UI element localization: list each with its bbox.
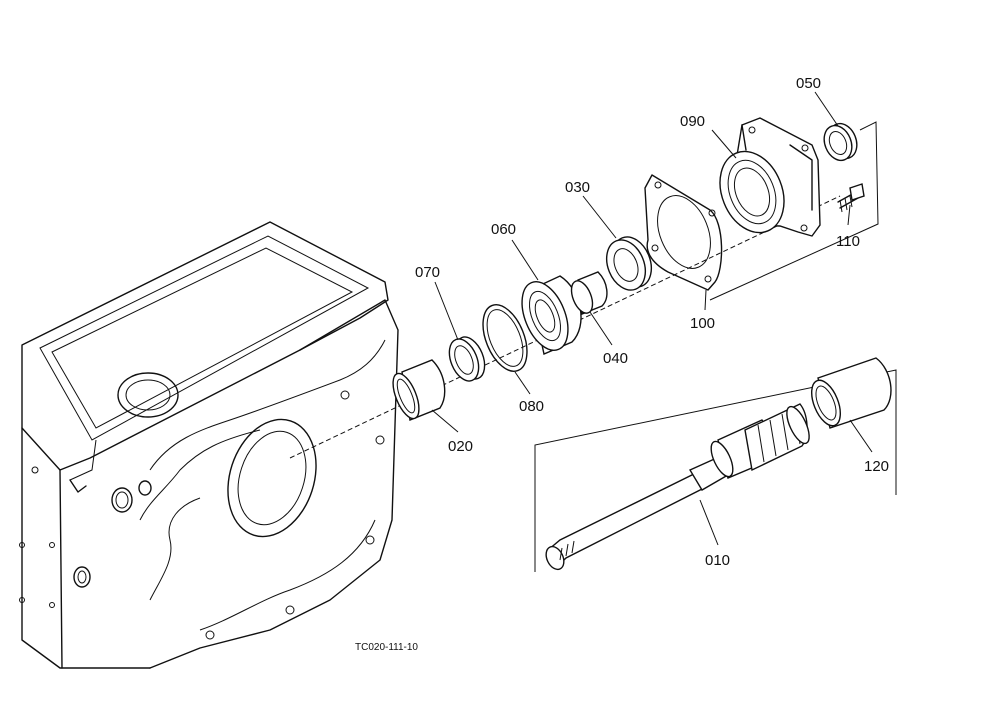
- leader-080: [514, 371, 531, 395]
- reference-code: TC020-111-10: [355, 642, 418, 653]
- leader-120: [849, 419, 873, 453]
- part-050-oil-seal: [823, 122, 858, 162]
- part-070-seal-ring: [448, 336, 486, 382]
- label-100: 100: [690, 315, 715, 332]
- assembly-bracket-upper: [709, 121, 879, 301]
- part-040-collar: [570, 271, 608, 315]
- label-010: 010: [705, 552, 730, 569]
- label-090: 090: [680, 113, 705, 130]
- part-090-bearing-case: [719, 117, 821, 237]
- part-010-shaft: [534, 369, 897, 572]
- leader-030: [582, 195, 617, 239]
- part-060-ball-bearing: [521, 275, 582, 355]
- part-030-oil-seal: [605, 236, 653, 291]
- label-070: 070: [415, 264, 440, 281]
- leader-060: [511, 239, 539, 281]
- part-080-circlip: [482, 304, 528, 372]
- leader-100: [704, 289, 707, 311]
- leader-020: [431, 409, 459, 433]
- label-060: 060: [491, 221, 516, 238]
- label-050: 050: [796, 75, 821, 92]
- leader-070: [434, 281, 459, 341]
- part-110-bolt: [837, 183, 865, 213]
- label-040: 040: [603, 350, 628, 367]
- label-120: 120: [864, 458, 889, 475]
- leader-050: [814, 91, 839, 127]
- part-100-gasket: [644, 174, 723, 291]
- leader-110: [847, 204, 851, 226]
- label-030: 030: [565, 179, 590, 196]
- transmission-case: [19, 221, 399, 669]
- leader-040: [589, 311, 613, 346]
- part-020-needle-bearing: [392, 359, 446, 421]
- label-080: 080: [519, 398, 544, 415]
- label-020: 020: [448, 438, 473, 455]
- leader-010: [699, 499, 719, 546]
- part-120-sleeve: [810, 357, 892, 429]
- label-110: 110: [836, 233, 860, 250]
- leader-090: [711, 129, 737, 159]
